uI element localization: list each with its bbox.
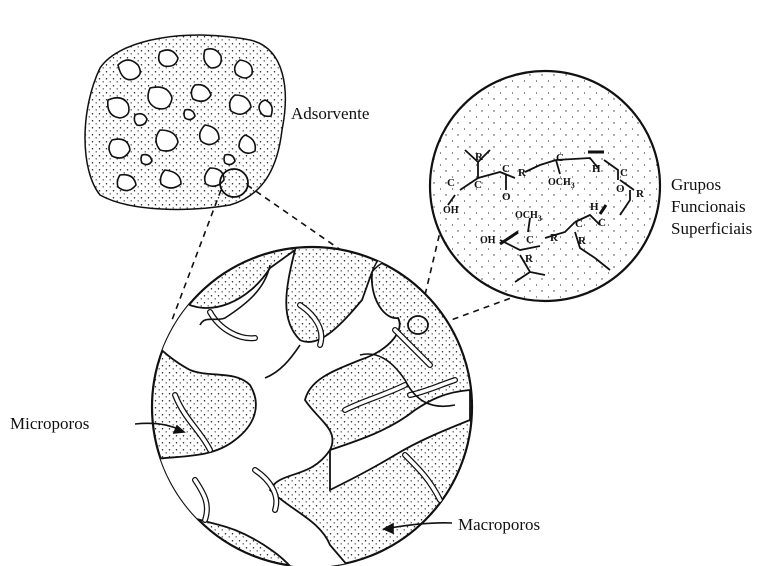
group-c-3: C <box>502 163 510 175</box>
group-c-7: C <box>575 218 583 230</box>
functional-groups-circle: R C C OH C O R C OCH3 H C O R OCH3 OH C … <box>430 71 660 301</box>
group-o-2: O <box>616 183 625 195</box>
group-o-1: O <box>502 191 511 203</box>
adsorbent-label: Adsorvente <box>291 104 369 123</box>
functional-groups-label-line-1: Grupos <box>671 175 721 194</box>
adsorbent-grain <box>85 35 285 209</box>
group-h-2: H <box>590 201 599 213</box>
group-c-2: C <box>447 177 455 189</box>
group-oh-2: OH <box>480 235 496 246</box>
zoom-selection-marker <box>408 316 428 334</box>
group-oh-1: OH <box>443 205 459 216</box>
group-c-5: C <box>620 167 628 179</box>
pore-structure-circle <box>150 240 472 566</box>
group-c-4: C <box>556 152 564 164</box>
group-c-8: C <box>598 217 606 229</box>
functional-groups-label-line-3: Superficiais <box>671 219 752 238</box>
macropores-label: Macroporos <box>458 515 540 534</box>
group-c-6: C <box>526 234 534 246</box>
group-r-6: R <box>525 253 534 265</box>
group-c-1: C <box>474 179 482 191</box>
group-r-2: R <box>518 167 527 179</box>
group-r-5: R <box>578 235 587 247</box>
group-r-4: R <box>550 232 559 244</box>
functional-groups-label-line-2: Funcionais <box>671 197 746 216</box>
group-r-1: R <box>475 151 484 163</box>
group-h-1: H <box>592 163 601 175</box>
micropores-label: Microporos <box>10 414 89 433</box>
group-r-3: R <box>636 188 645 200</box>
